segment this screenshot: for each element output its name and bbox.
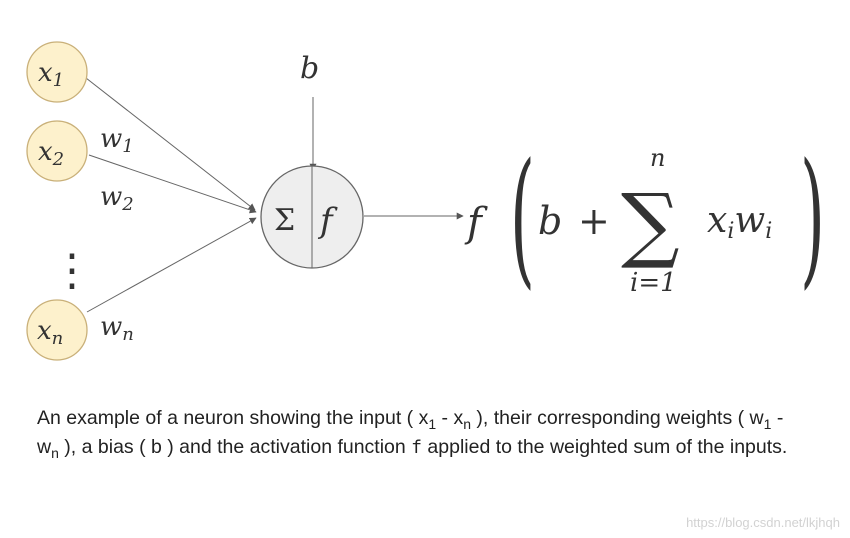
formula-upper-limit: n (650, 144, 665, 172)
caption-text: ), a bias ( b ) and the activation funct… (58, 436, 412, 458)
input-node-xn: xn (26, 299, 88, 361)
input-node-x2: x2 (26, 120, 88, 182)
caption-function-symbol: f (411, 437, 423, 458)
svg-text:x1: x1 (38, 58, 64, 91)
formula-close-paren: ) (800, 132, 825, 303)
input-ellipsis: ⋮ (50, 245, 94, 296)
formula-bias: b (538, 199, 562, 243)
svg-text:x2: x2 (38, 137, 64, 170)
diagram-caption: An example of a neuron showing the input… (37, 404, 797, 462)
formula-term: xiwi (707, 200, 772, 244)
svg-text:xn: xn (37, 316, 63, 349)
caption-sub: 1 (428, 416, 437, 432)
formula-func: f (464, 200, 488, 246)
neuron-node: Σ f (260, 165, 364, 269)
caption-text: An example of a neuron showing the input… (37, 407, 429, 429)
weight-label-wn: wn (100, 312, 134, 345)
caption-text: - x (436, 407, 464, 429)
formula-open-paren: ( (510, 132, 535, 303)
weight-label-w2: w2 (100, 182, 134, 215)
formula-lower-limit: i=1 (630, 268, 677, 298)
input-node-x1: x1 (26, 41, 88, 103)
caption-text: ), their corresponding weights ( w (471, 407, 764, 429)
watermark: https://blog.csdn.net/lkjhqh (686, 515, 840, 530)
caption-sub: 1 (763, 416, 772, 432)
connection-line-x2 (88, 154, 257, 214)
formula-plus: + (578, 199, 610, 243)
caption-sub: n (51, 445, 59, 461)
sum-symbol: Σ (274, 203, 295, 238)
connection-line-x1 (85, 77, 256, 211)
connection-line-xn (86, 217, 257, 313)
caption-sub: n (463, 416, 472, 432)
neuron-diagram: x1 x2 xn ⋮ w1 w2 wn b Σ f f ( b + n ∑ i=… (26, 41, 825, 361)
weight-label-w1: w1 (100, 124, 134, 157)
bias-label: b (300, 51, 319, 86)
caption-text: applied to the weighted sum of the input… (422, 436, 788, 458)
formula-sum-symbol: ∑ (621, 177, 680, 272)
caption-text: - w (37, 407, 784, 458)
output-formula: f ( b + n ∑ i=1 xiwi ) (464, 132, 825, 303)
